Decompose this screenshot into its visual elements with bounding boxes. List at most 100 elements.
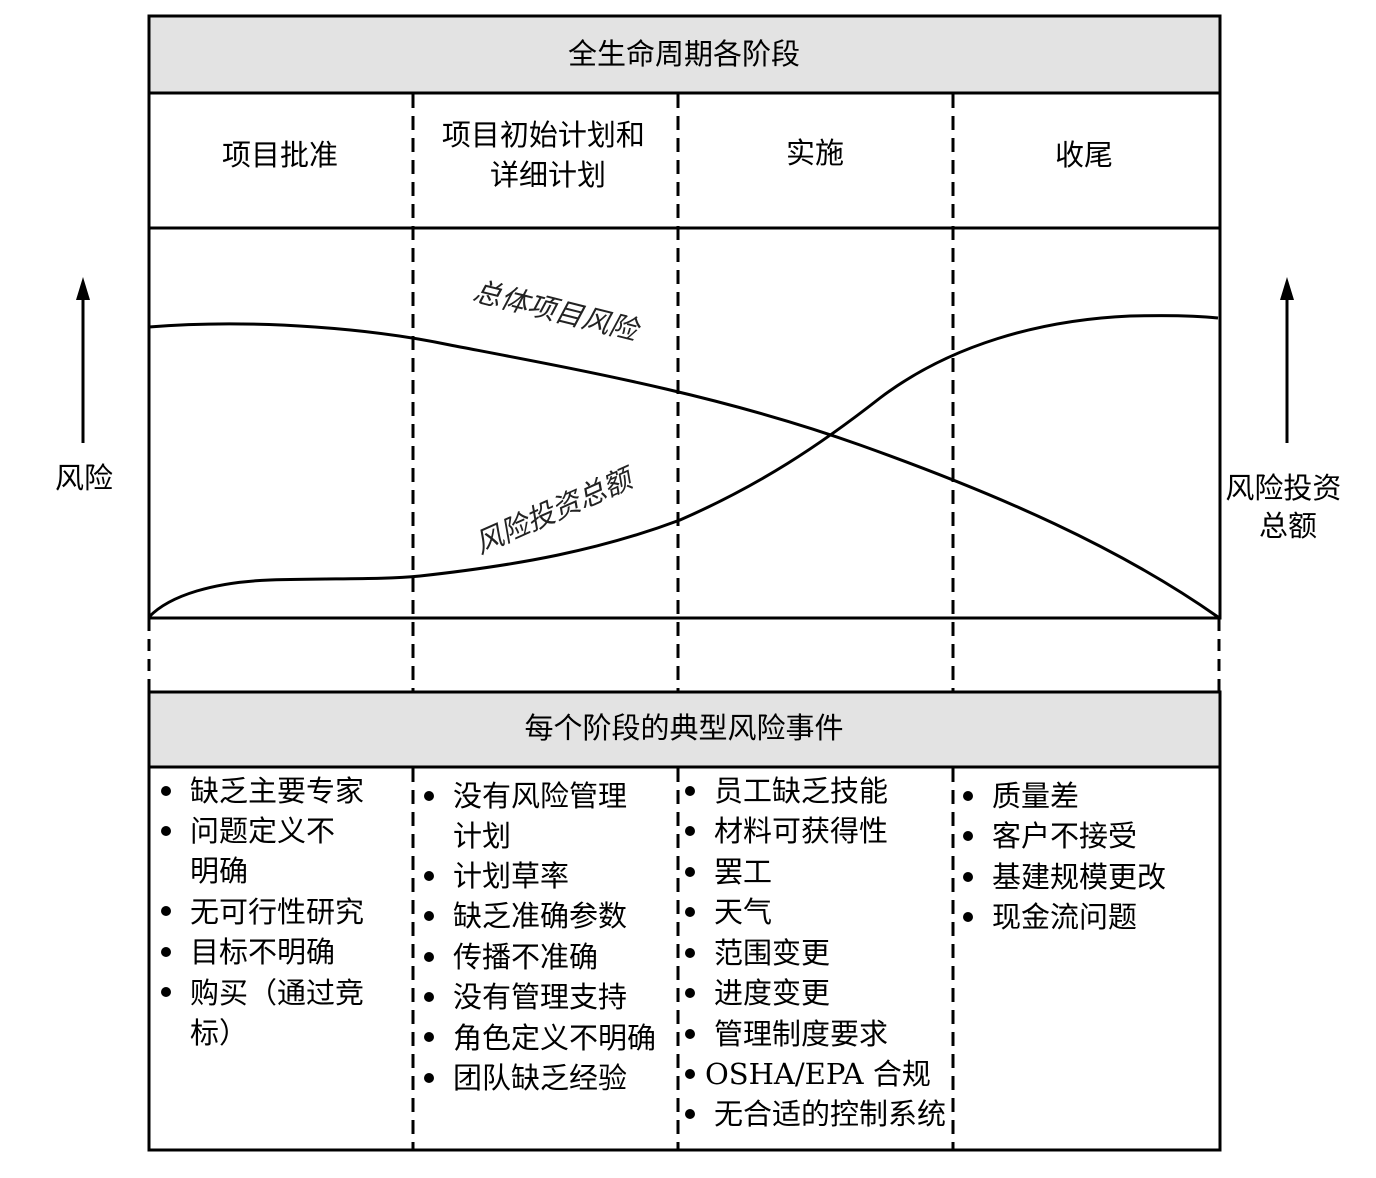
bullet-icon [161, 826, 171, 836]
bullet-icon [685, 786, 695, 796]
phase-1-title: 项目批准 [222, 138, 338, 172]
bullet-icon [424, 911, 434, 921]
event-text-line: 团队缺乏经验 [453, 1061, 627, 1095]
phase-4-title: 收尾 [1055, 138, 1113, 172]
event-item: 无可行性研究 [190, 895, 364, 929]
bullet-icon [685, 948, 695, 958]
event-item: 没有管理支持 [453, 980, 627, 1014]
bullet-icon [424, 791, 434, 801]
event-item: OSHA/EPA 合规 [705, 1057, 931, 1091]
lifecycle-title: 全生命周期各阶段 [568, 37, 800, 71]
event-item: 角色定义不明确 [453, 1021, 656, 1055]
event-text-line: 缺乏准确参数 [453, 899, 627, 933]
event-item: 现金流问题 [992, 900, 1137, 934]
event-text-line: 天气 [714, 895, 772, 929]
bullet-icon [685, 867, 695, 877]
event-text-line: 质量差 [992, 779, 1079, 813]
event-item: 质量差 [992, 779, 1079, 813]
event-text-line: 基建规模更改 [992, 860, 1166, 894]
event-text-line: OSHA/EPA 合规 [705, 1057, 931, 1091]
bullet-icon [424, 871, 434, 881]
event-text-line: 无合适的控制系统 [714, 1097, 946, 1131]
event-text-line: 员工缺乏技能 [714, 774, 888, 808]
event-item: 客户不接受 [992, 819, 1137, 853]
bullet-icon [685, 1069, 695, 1079]
event-item: 基建规模更改 [992, 860, 1166, 894]
events-body [147, 765, 1222, 1152]
event-text-line: 计划草率 [453, 859, 569, 893]
bullet-icon [963, 831, 973, 841]
phase-3-title: 实施 [786, 136, 844, 170]
event-item: 缺乏准确参数 [453, 899, 627, 933]
bullet-icon [161, 906, 171, 916]
events-title: 每个阶段的典型风险事件 [524, 711, 843, 745]
right-axis-label: 风险投资 总额 [1225, 471, 1350, 543]
bullet-icon [161, 987, 171, 997]
up-arrow-icon [76, 277, 90, 300]
bullet-icon [685, 826, 695, 836]
event-text-line: 明确 [190, 854, 248, 888]
lifecycle-title-band [147, 14, 1222, 95]
event-text-line: 没有管理支持 [453, 980, 627, 1014]
plot-area [147, 226, 1222, 620]
event-text-line: 标） [190, 1016, 248, 1050]
right-axis-label-line-1: 风险投资 [1225, 471, 1341, 505]
bullet-icon [685, 1109, 695, 1119]
phase-4-title-line-1: 收尾 [1055, 138, 1113, 172]
event-text-line: 无可行性研究 [190, 895, 364, 929]
left-axis-label: 风险 [55, 461, 113, 495]
event-text-line: 购买（通过竞 [190, 976, 364, 1010]
bullet-icon [424, 952, 434, 962]
overall-risk-curve [148, 322, 1219, 619]
bullet-icon [685, 988, 695, 998]
event-item: 团队缺乏经验 [453, 1061, 627, 1095]
bullet-icon [424, 1032, 434, 1042]
bullet-icon [161, 947, 171, 957]
event-item: 进度变更 [714, 976, 830, 1010]
bullet-icon [424, 992, 434, 1002]
bullet-icon [161, 786, 171, 796]
event-text-line: 客户不接受 [992, 819, 1137, 853]
bullet-icon [963, 872, 973, 882]
event-text-line: 没有风险管理 [453, 779, 627, 813]
events-column-1: 缺乏主要专家 问题定义不 明确 无可行性研究 目标不明确 购买（通过竞 标） [161, 774, 373, 1050]
event-item: 购买（通过竞 标） [190, 976, 373, 1050]
event-item: 目标不明确 [190, 935, 335, 969]
phase-header-row [147, 91, 1222, 230]
event-text-line: 现金流问题 [992, 900, 1137, 934]
phase-1-title-line-1: 项目批准 [222, 138, 338, 172]
event-item: 范围变更 [714, 936, 830, 970]
phase-3-title-line-1: 实施 [786, 136, 844, 170]
event-text-line: 材料可获得性 [714, 814, 888, 848]
events-column-4: 质量差 客户不接受 基建规模更改 现金流问题 [963, 779, 1166, 934]
bullet-icon [424, 1073, 434, 1083]
event-item: 问题定义不 明确 [190, 814, 344, 888]
right-axis-label-line-2: 总额 [1259, 509, 1317, 543]
event-item: 管理制度要求 [714, 1017, 888, 1051]
events-column-2: 没有风险管理 计划 计划草率 缺乏准确参数 传播不准确 没有管理支持 角色定义不… [424, 779, 656, 1095]
event-text-line: 缺乏主要专家 [190, 774, 364, 808]
event-text-line: 角色定义不明确 [453, 1021, 656, 1055]
event-text-line: 罢工 [714, 855, 772, 889]
bullet-icon [685, 907, 695, 917]
event-item: 材料可获得性 [714, 814, 888, 848]
event-text-line: 目标不明确 [190, 935, 335, 969]
investment-curve [147, 314, 1219, 619]
event-text-line: 问题定义不 [190, 814, 335, 848]
phase-2-title-line-2: 详细计划 [490, 158, 606, 192]
event-item: 罢工 [714, 855, 772, 889]
event-item: 天气 [714, 895, 772, 929]
event-item: 缺乏主要专家 [190, 774, 364, 808]
bullet-icon [963, 912, 973, 922]
event-item: 计划草率 [453, 859, 569, 893]
phase-2-title-line-1: 项目初始计划和 [442, 118, 645, 152]
event-text-line: 进度变更 [714, 976, 830, 1010]
phase-2-title: 项目初始计划和 详细计划 [442, 118, 654, 192]
events-column-3: 员工缺乏技能 材料可获得性 罢工 天气 范围变更 进度变更 管理制度要求 OSH… [685, 774, 946, 1131]
bullet-icon [685, 1029, 695, 1039]
event-item: 没有风险管理 计划 [453, 779, 636, 853]
phase-separators [411, 94, 955, 1149]
event-text-line: 管理制度要求 [714, 1017, 888, 1051]
event-item: 无合适的控制系统 [714, 1097, 946, 1131]
